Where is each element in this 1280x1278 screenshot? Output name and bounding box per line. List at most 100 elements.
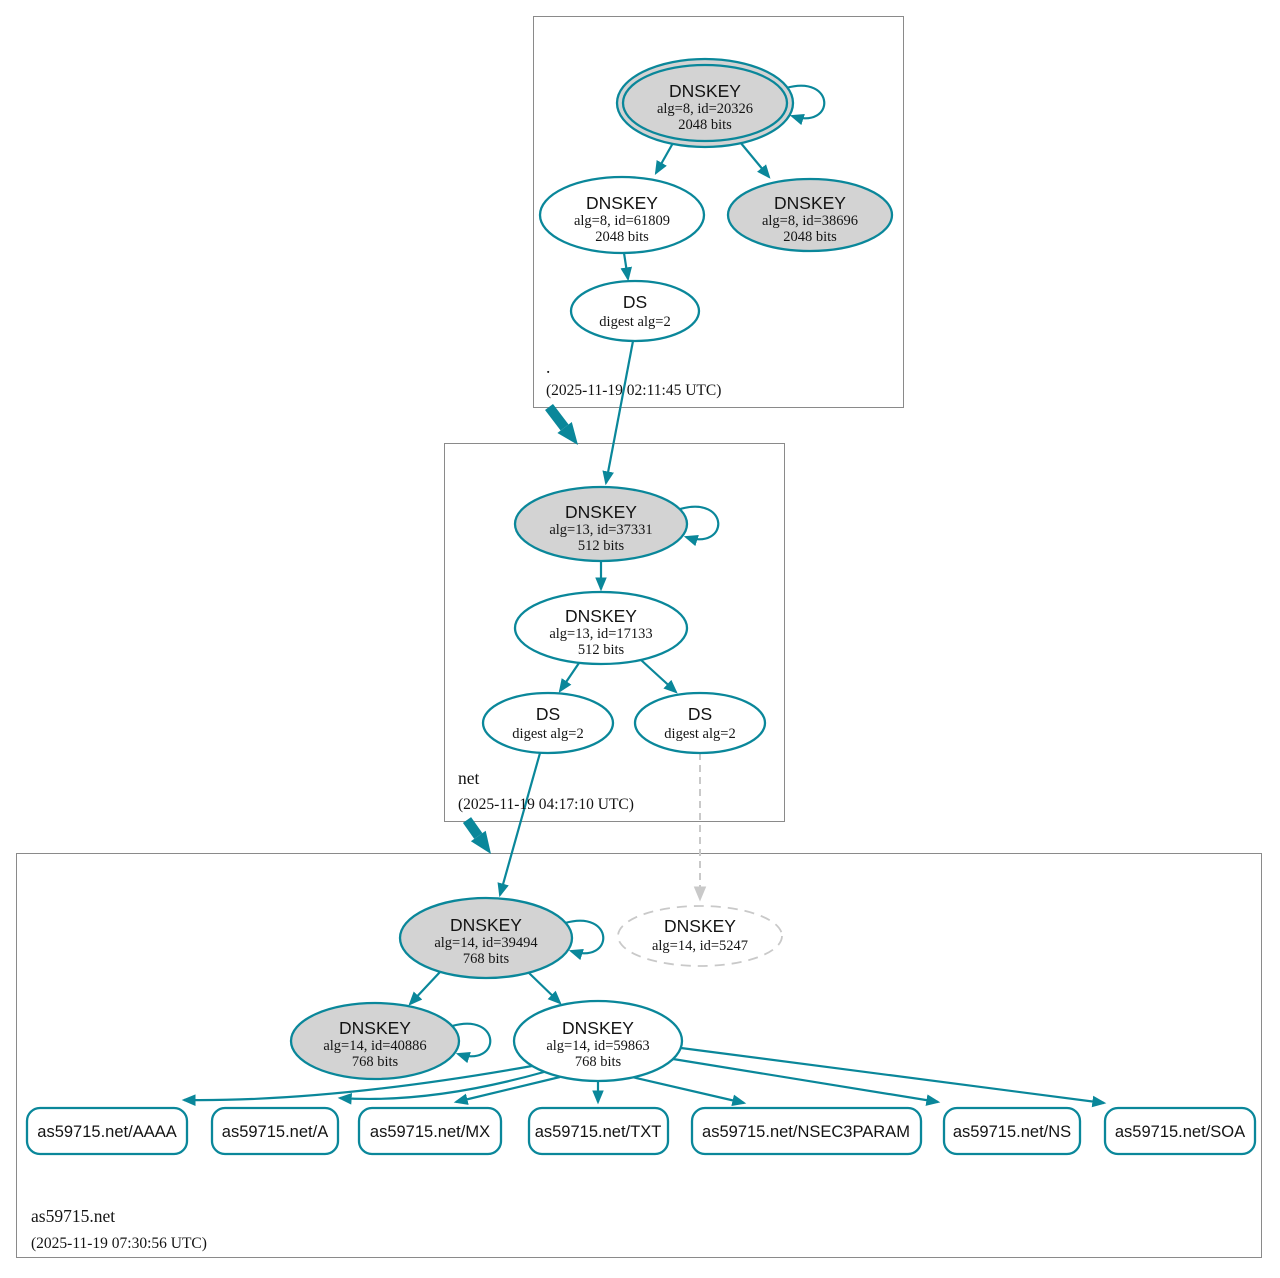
node-rrset-ns: as59715.net/NS [942,1106,1082,1156]
dnskey-20326-detail: alg=8, id=20326 [657,101,753,117]
dnskey-37331-type: DNSKEY [565,502,637,522]
node-rrset-txt: as59715.net/TXT [527,1106,670,1156]
dnskey-20326-type: DNSKEY [669,81,741,101]
ds-net-1-detail: digest alg=2 [512,726,583,742]
dnskey-38696-bits: 2048 bits [783,229,837,245]
dnskey-40886-bits: 768 bits [352,1054,399,1070]
edge-aszsk-to-aaaa [181,1064,533,1106]
self-loop-asksk [564,919,605,961]
rrset-a-label: as59715.net/A [222,1123,328,1141]
dnskey-5247-ellipse[interactable] [617,905,783,967]
rrset-ns-label: as59715.net/NS [953,1123,1071,1141]
ds-root-type: DS [623,292,647,312]
zone-label-root: . [546,357,550,377]
dnskey-5247-type: DNSKEY [664,916,736,936]
node-rrset-aaaa: as59715.net/AAAA [25,1106,189,1156]
dnskey-40886-ellipse[interactable] [289,1001,461,1081]
dnskey-39494-type: DNSKEY [450,915,522,935]
rrset-nsec3param-label: as59715.net/NSEC3PARAM [702,1123,910,1141]
node-dnskey-39494: DNSKEY alg=14, id=39494 768 bits [398,896,574,980]
dnskey-20326-ellipse-outer[interactable] [615,57,795,149]
dnskey-39494-ellipse[interactable] [398,896,574,980]
edge-rootzsk-to-rootds [620,252,632,282]
dnskey-59863-type: DNSKEY [562,1018,634,1038]
dnskey-40886-detail: alg=14, id=40886 [323,1038,426,1054]
edge-netzsk-to-netds2 [640,659,678,694]
node-ds-net-2: DS digest alg=2 [633,691,767,755]
ds-net-2-type: DS [688,704,712,724]
node-ds-root: DS digest alg=2 [569,279,701,343]
edge-aszsk-to-ns [672,1057,941,1106]
zone-box-as59715 [16,853,1262,1258]
node-dnskey-20326: DNSKEY alg=8, id=20326 2048 bits [615,57,795,149]
zone-label-net: net [458,768,480,788]
dnskey-59863-bits: 768 bits [575,1054,622,1070]
zone-transfer-arrow-net-to-as59715 [462,817,491,854]
rrset-soa-box[interactable] [1103,1106,1257,1156]
node-rrset-mx: as59715.net/MX [357,1106,503,1156]
dnskey-61809-ellipse[interactable] [538,175,706,255]
ds-net-2-ellipse[interactable] [633,691,767,755]
edge-aszsk-to-soa [680,1046,1107,1108]
dnskey-59863-ellipse[interactable] [512,999,684,1083]
ds-root-ellipse[interactable] [569,279,701,343]
edge-netds1-to-asksk [497,752,542,898]
node-rrset-soa: as59715.net/SOA [1103,1106,1257,1156]
rrset-ns-box[interactable] [942,1106,1082,1156]
dnskey-37331-bits: 512 bits [578,538,625,554]
rrset-mx-box[interactable] [357,1106,503,1156]
dnskey-20326-ellipse-inner [621,63,789,143]
ds-net-2-detail: digest alg=2 [664,726,735,742]
rrset-a-box[interactable] [210,1106,340,1156]
dnskey-37331-ellipse[interactable] [513,485,689,563]
rrset-aaaa-label: as59715.net/AAAA [37,1123,176,1141]
self-loop-asksk2 [451,1022,492,1064]
dnskey-17133-detail: alg=13, id=17133 [549,626,652,642]
zone-timestamp-as59715: (2025-11-19 07:30:56 UTC) [31,1235,207,1252]
rrset-aaaa-box[interactable] [25,1106,189,1156]
zone-timestamp-net: (2025-11-19 04:17:10 UTC) [458,796,634,813]
edge-rootksk-to-rootksk2 [739,141,771,179]
edge-aszsk-to-nsec3param [631,1075,747,1107]
rrset-soa-label: as59715.net/SOA [1115,1123,1245,1141]
dnskey-17133-ellipse[interactable] [513,590,689,666]
ds-net-1-ellipse[interactable] [481,691,615,755]
node-dnskey-59863: DNSKEY alg=14, id=59863 768 bits [512,999,684,1083]
node-dnskey-40886: DNSKEY alg=14, id=40886 768 bits [289,1001,461,1081]
dnskey-38696-detail: alg=8, id=38696 [762,213,858,229]
rrset-txt-box[interactable] [527,1106,670,1156]
self-loop-netksk [679,505,720,547]
zone-label-as59715: as59715.net [31,1206,115,1226]
dnskey-38696-type: DNSKEY [774,193,846,213]
dnskey-5247-detail: alg=14, id=5247 [652,938,748,954]
dnskey-61809-detail: alg=8, id=61809 [574,213,670,229]
node-dnskey-61809: DNSKEY alg=8, id=61809 2048 bits [538,175,706,255]
self-loop-rootksk [785,84,826,126]
dnskey-39494-bits: 768 bits [463,951,510,967]
edge-rootds-to-netksk [602,340,635,486]
dnskey-37331-detail: alg=13, id=37331 [549,522,652,538]
node-dnskey-38696: DNSKEY alg=8, id=38696 2048 bits [726,177,894,253]
edge-netzsk-to-netds1 [558,662,580,693]
edge-aszsk-to-a [337,1070,545,1105]
edge-aszsk-to-mx [453,1075,561,1105]
dnskey-17133-bits: 512 bits [578,642,625,658]
dnskey-20326-bits: 2048 bits [678,117,732,133]
rrset-txt-label: as59715.net/TXT [535,1123,662,1141]
dnskey-39494-detail: alg=14, id=39494 [434,935,538,951]
dnskey-61809-bits: 2048 bits [595,229,649,245]
node-dnskey-37331: DNSKEY alg=13, id=37331 512 bits [513,485,689,563]
dnskey-38696-ellipse[interactable] [726,177,894,253]
dnskey-17133-type: DNSKEY [565,606,637,626]
dnskey-40886-type: DNSKEY [339,1018,411,1038]
edge-asksk-to-asksk2 [408,971,441,1006]
zone-transfer-arrow-root-to-net [545,403,578,445]
dnskey-61809-type: DNSKEY [586,193,658,213]
rrset-nsec3param-box[interactable] [690,1106,923,1156]
rrset-mx-label: as59715.net/MX [370,1123,490,1141]
ds-net-1-type: DS [536,704,560,724]
node-dnskey-5247-missing: DNSKEY alg=14, id=5247 [617,905,783,967]
zone-timestamp-root: (2025-11-19 02:11:45 UTC) [546,382,721,399]
node-rrset-nsec3param: as59715.net/NSEC3PARAM [690,1106,923,1156]
